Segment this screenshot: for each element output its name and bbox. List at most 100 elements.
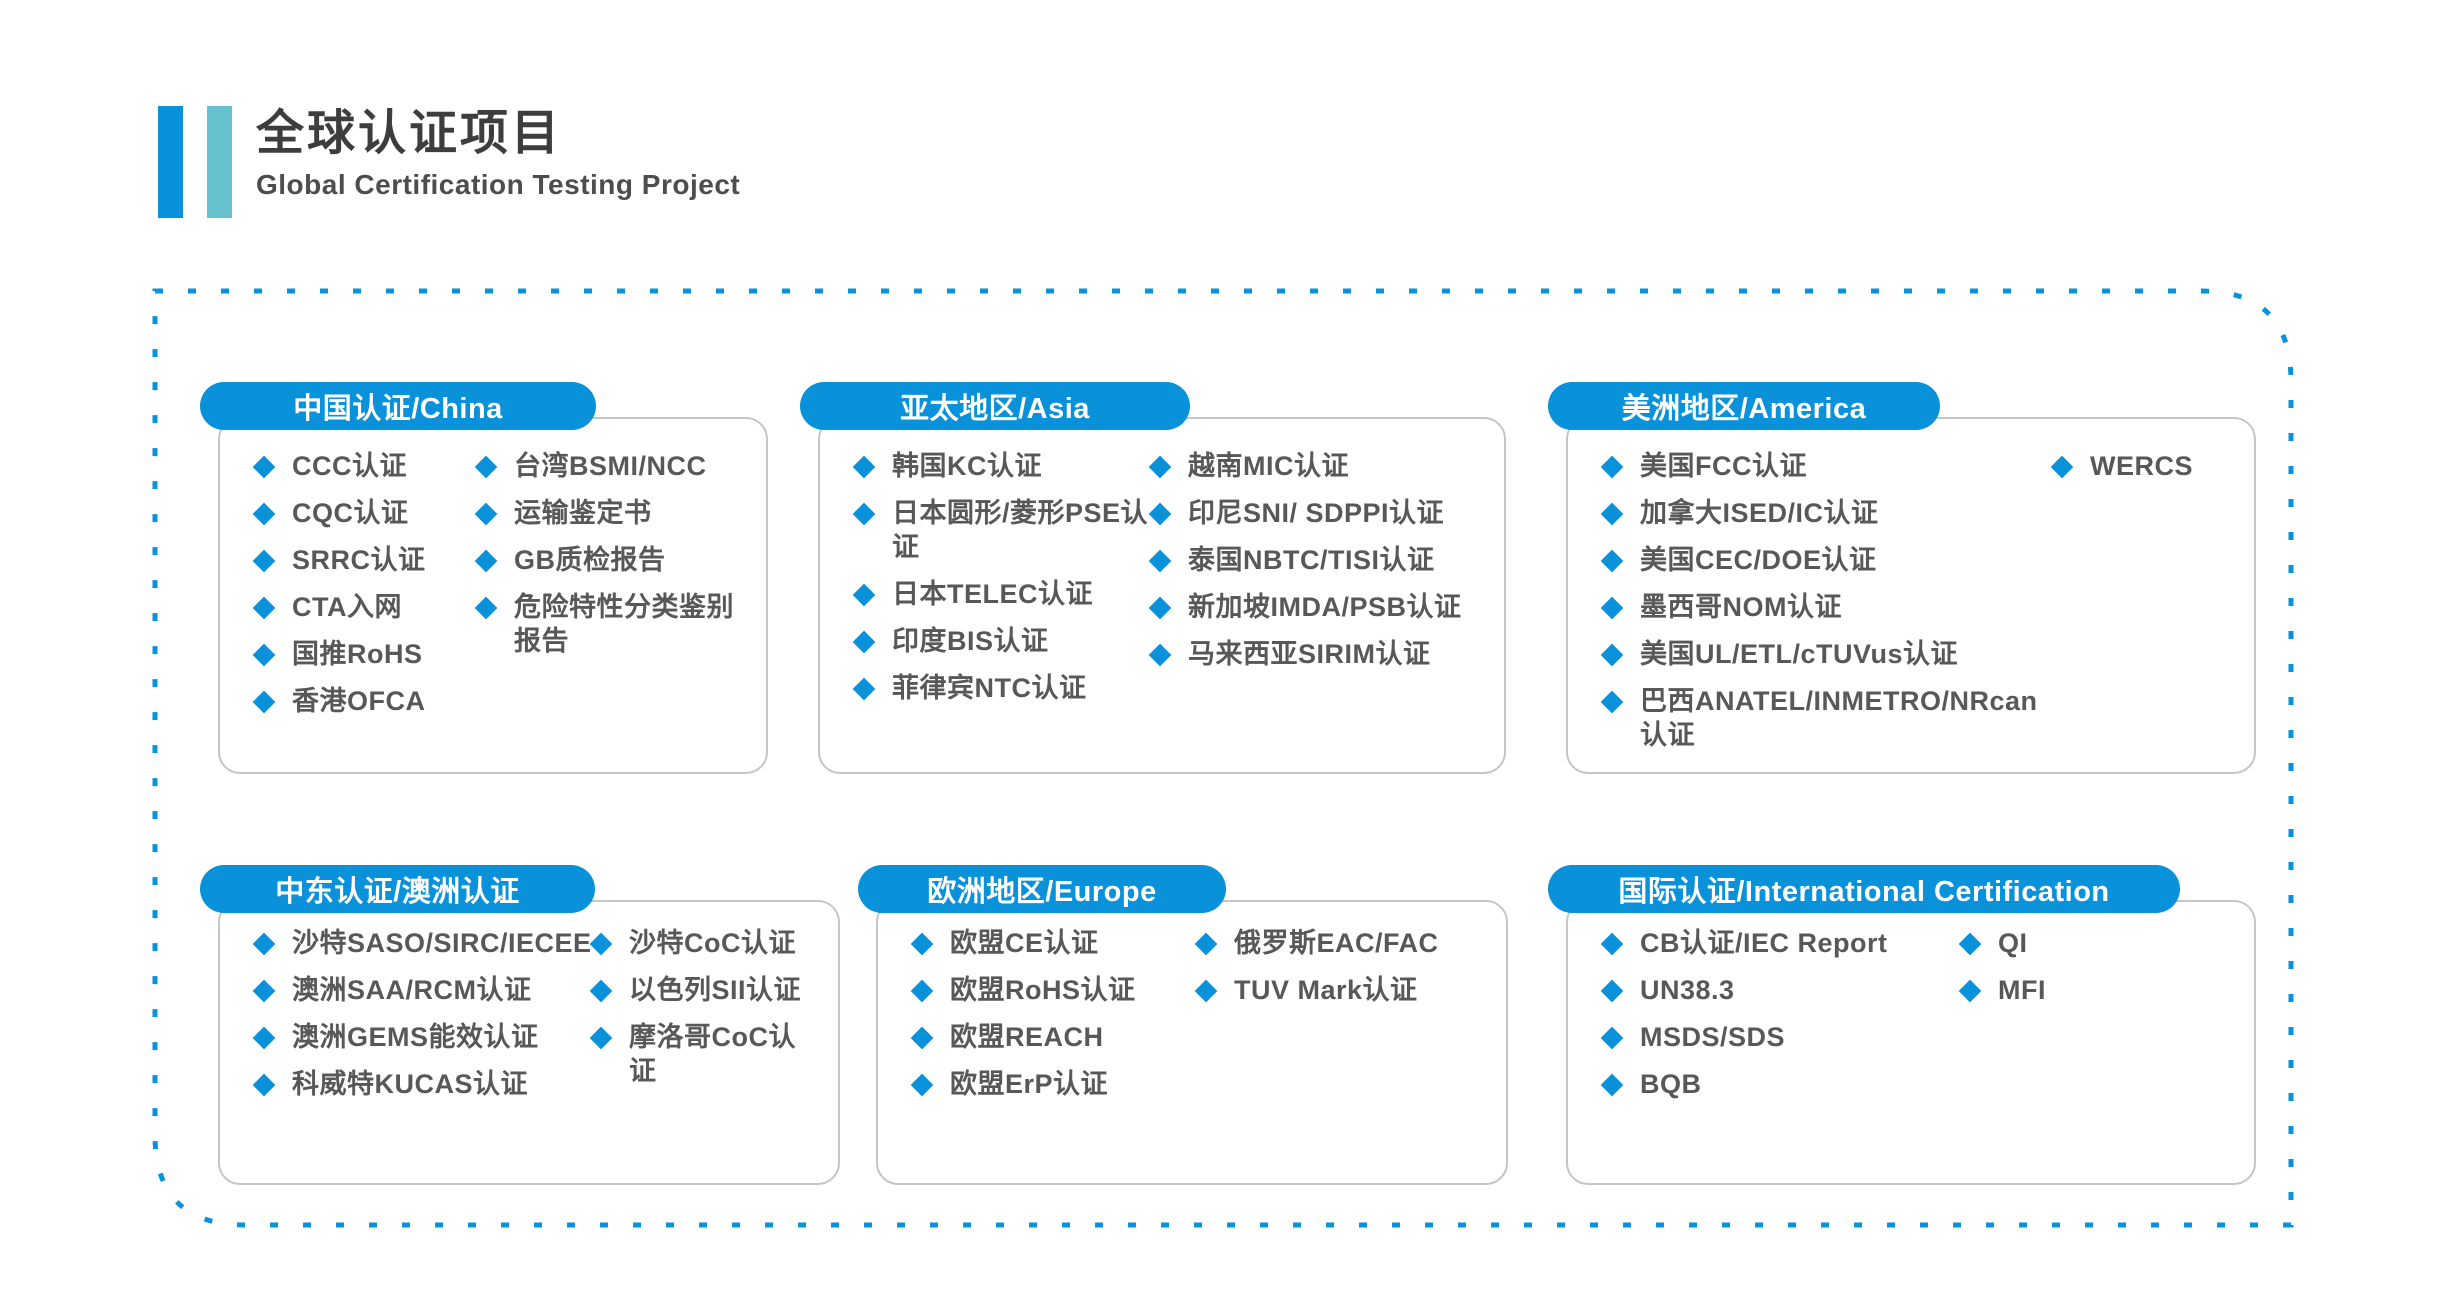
cert-item-label: 欧盟RoHS认证: [950, 975, 1136, 1005]
cert-item: 新加坡IMDA/PSB认证: [1148, 590, 1486, 624]
cert-item-label: 国推RoHS: [292, 639, 423, 669]
cert-item-label: 马来西亚SIRIM认证: [1188, 639, 1431, 669]
card-middle-east-australia: 中东认证/澳洲认证 沙特SASO/SIRC/IECEE 澳洲SAA/RCM认证澳洲…: [200, 865, 840, 1185]
diamond-bullet-icon: [252, 1073, 276, 1097]
cert-item: GB质检报告: [474, 543, 748, 577]
card-middle-east-body: 沙特SASO/SIRC/IECEE 澳洲SAA/RCM认证澳洲GEMS能效认证科威…: [218, 900, 840, 1185]
diamond-bullet-icon: [1600, 1073, 1624, 1097]
cert-column: 俄罗斯EAC/FAC TUV Mark认证: [1194, 926, 1488, 1169]
diamond-bullet-icon: [1148, 455, 1172, 479]
diamond-bullet-icon: [1958, 979, 1982, 1003]
cert-column: 沙特CoC认证以色列SII认证摩洛哥CoC认证: [589, 926, 820, 1169]
cert-item: WERCS: [2050, 449, 2236, 483]
card-asia-body: 韩国KC认证日本圆形/菱形PSE认证日本TELEC认证印度BIS认证菲律宾NTC…: [818, 417, 1506, 774]
cert-item: SRRC认证: [252, 543, 478, 577]
cert-item: 日本TELEC认证: [852, 577, 1152, 611]
card-europe-header-pill: 欧洲地区/Europe: [858, 865, 1226, 913]
diamond-bullet-icon: [252, 1026, 276, 1050]
cert-item: 日本圆形/菱形PSE认证: [852, 496, 1152, 564]
page-title: 全球认证项目: [256, 107, 563, 160]
cert-item: 马来西亚SIRIM认证: [1148, 637, 1486, 671]
diamond-bullet-icon: [1148, 596, 1172, 620]
cert-item-label: 加拿大ISED/IC认证: [1640, 498, 1879, 528]
cert-item: 欧盟RoHS认证: [910, 973, 1198, 1007]
card-header-label: 中东认证/澳洲认证: [275, 876, 520, 908]
diamond-bullet-icon: [852, 455, 876, 479]
cert-item-label: SRRC认证: [292, 545, 426, 575]
cert-item-label: 运输鉴定书: [514, 498, 652, 528]
cert-item-label: CTA入网: [292, 592, 402, 622]
cert-item-label: 澳洲SAA/RCM认证: [292, 975, 532, 1005]
cert-item-label: 美国CEC/DOE认证: [1640, 545, 1877, 575]
card-international: 国际认证/International Certification CB认证/IE…: [1548, 865, 2256, 1185]
cert-item-label: 欧盟CE认证: [950, 928, 1099, 958]
title-accent-bar-teal: [207, 106, 232, 218]
cert-item-label: TUV Mark认证: [1234, 975, 1418, 1005]
cert-item-label: 沙特CoC认证: [629, 928, 796, 958]
diamond-bullet-icon: [1600, 979, 1624, 1003]
cert-item-label: 美国FCC认证: [1640, 451, 1807, 481]
cert-item-label: 以色列SII认证: [629, 975, 802, 1005]
cert-item-label: 澳洲GEMS能效认证: [292, 1022, 539, 1052]
cert-item-label: 欧盟ErP认证: [950, 1069, 1109, 1099]
card-europe: 欧洲地区/Europe 欧盟CE认证欧盟RoHS认证欧盟REACH 欧盟ErP认证…: [858, 865, 1508, 1185]
cert-item-label: QI: [1998, 928, 2028, 958]
cert-item: UN38.3: [1600, 973, 1962, 1007]
diamond-bullet-icon: [252, 596, 276, 620]
title-accent-bar-blue: [158, 106, 183, 218]
card-header-label: 亚太地区/Asia: [900, 393, 1090, 425]
card-america-body: 美国FCC认证加拿大ISED/IC认证美国CEC/DOE认证墨西哥NOM认证美国…: [1566, 417, 2256, 774]
diamond-bullet-icon: [474, 455, 498, 479]
cert-item-label: 日本圆形/菱形PSE认证: [892, 498, 1149, 562]
cert-item: 运输鉴定书: [474, 496, 748, 530]
cert-item: 印尼SNI/ SDPPI认证: [1148, 496, 1486, 530]
card-header-label: 国际认证/International Certification: [1618, 876, 2110, 908]
cert-item: 韩国KC认证: [852, 449, 1152, 483]
cert-column: 沙特SASO/SIRC/IECEE 澳洲SAA/RCM认证澳洲GEMS能效认证科威…: [252, 926, 593, 1169]
cert-item-label: 沙特SASO/SIRC/IECEE: [292, 928, 592, 958]
diamond-bullet-icon: [252, 690, 276, 714]
cert-item-label: 印度BIS认证: [892, 626, 1049, 656]
diamond-bullet-icon: [852, 677, 876, 701]
diamond-bullet-icon: [474, 502, 498, 526]
card-asia: 亚太地区/Asia 韩国KC认证日本圆形/菱形PSE认证日本TELEC认证印度B…: [800, 382, 1506, 774]
diamond-bullet-icon: [1148, 502, 1172, 526]
diamond-bullet-icon: [1600, 1026, 1624, 1050]
cert-item: 以色列SII认证: [589, 973, 820, 1007]
card-header-label: 美洲地区/America: [1621, 393, 1867, 425]
cert-item-label: CB认证/IEC Report: [1640, 928, 1888, 958]
cert-item-label: 香港OFCA: [292, 686, 426, 716]
card-america: 美洲地区/America 美国FCC认证加拿大ISED/IC认证美国CEC/DO…: [1548, 382, 2256, 774]
cert-item: MSDS/SDS: [1600, 1020, 1962, 1054]
diamond-bullet-icon: [852, 583, 876, 607]
cert-item: 越南MIC认证: [1148, 449, 1486, 483]
cert-item-label: 俄罗斯EAC/FAC: [1234, 928, 1439, 958]
diamond-bullet-icon: [852, 502, 876, 526]
cert-item: 美国FCC认证: [1600, 449, 2054, 483]
cert-item-label: 泰国NBTC/TISI认证: [1188, 545, 1435, 575]
diamond-bullet-icon: [1600, 643, 1624, 667]
cert-item-label: 韩国KC认证: [892, 451, 1042, 481]
cert-item: 美国CEC/DOE认证: [1600, 543, 2054, 577]
diamond-bullet-icon: [589, 932, 613, 956]
cert-item-label: UN38.3: [1640, 975, 1735, 1005]
diamond-bullet-icon: [1600, 549, 1624, 573]
cert-item: 澳洲GEMS能效认证: [252, 1020, 593, 1054]
cert-item: 沙特SASO/SIRC/IECEE: [252, 926, 593, 960]
cert-item: 科威特KUCAS认证: [252, 1067, 593, 1101]
card-europe-body: 欧盟CE认证欧盟RoHS认证欧盟REACH 欧盟ErP认证 俄罗斯EAC/FAC T…: [876, 900, 1508, 1185]
cert-item-label: MSDS/SDS: [1640, 1022, 1786, 1052]
cert-item-label: 欧盟REACH: [950, 1022, 1104, 1052]
diamond-bullet-icon: [852, 630, 876, 654]
cert-column: WERCS: [2050, 449, 2236, 758]
cert-item-label: GB质检报告: [514, 545, 666, 575]
cert-item-label: 摩洛哥CoC认证: [629, 1022, 796, 1086]
diamond-bullet-icon: [910, 932, 934, 956]
cert-item: TUV Mark认证: [1194, 973, 1488, 1007]
card-header-label: 欧洲地区/Europe: [927, 876, 1157, 908]
diamond-bullet-icon: [474, 549, 498, 573]
cert-item-label: 危险特性分类鉴别报告: [514, 592, 734, 656]
cert-item: 印度BIS认证: [852, 624, 1152, 658]
